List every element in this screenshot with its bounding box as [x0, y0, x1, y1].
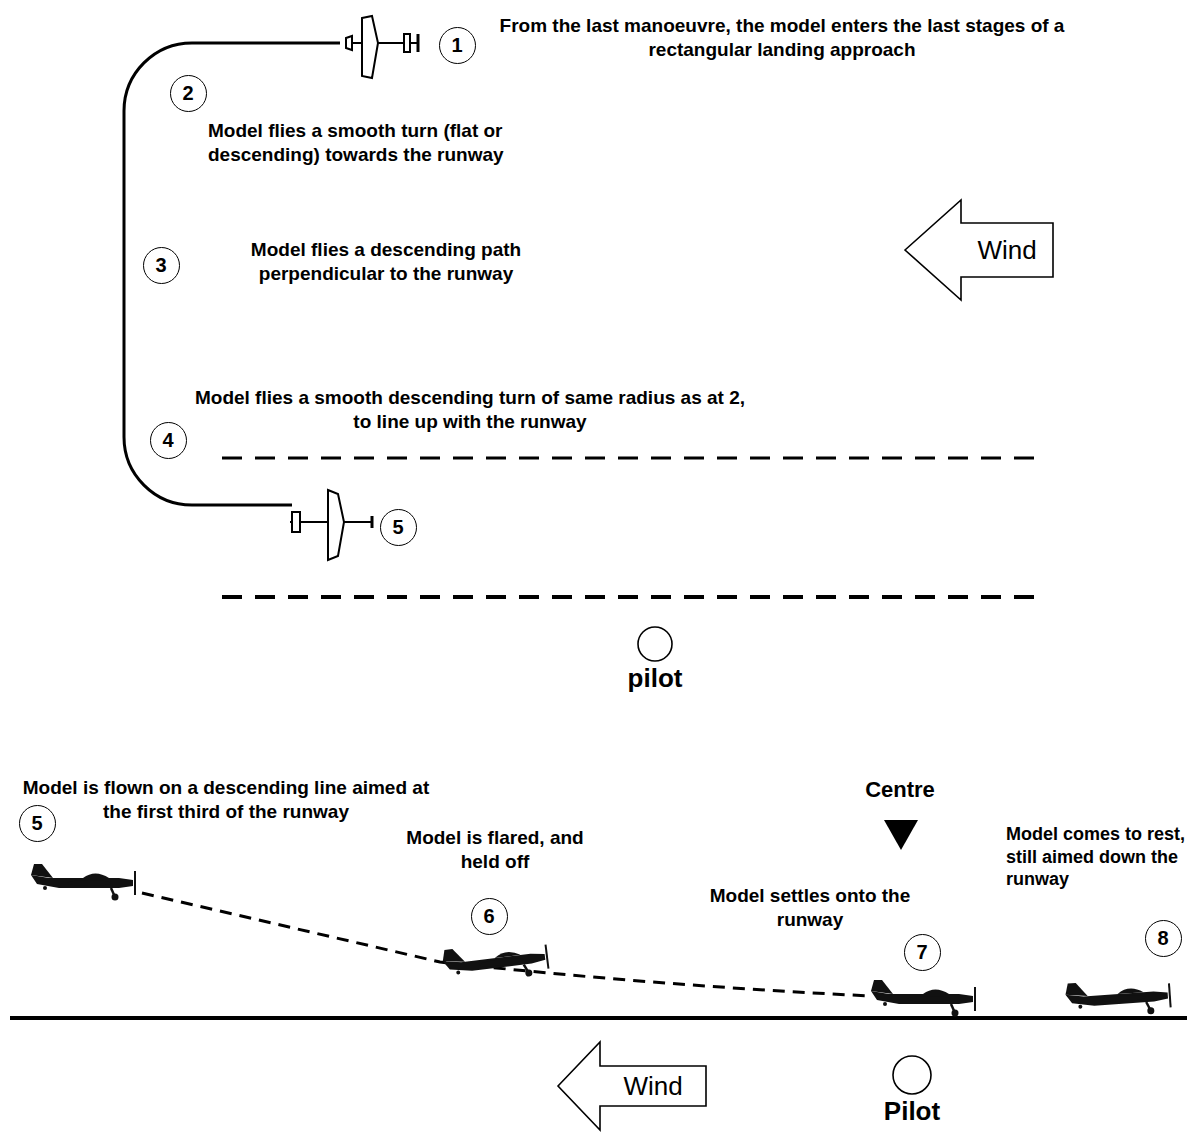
- callout-text: 2: [182, 82, 193, 105]
- callout-number: 6: [471, 898, 508, 935]
- pilot-label: pilot: [610, 665, 700, 691]
- callout-number: 2: [170, 75, 207, 112]
- note-text: Model flies a smooth descending turn of …: [190, 386, 750, 434]
- approach-path: [142, 893, 870, 996]
- note-text: Model is flared, and held off: [395, 826, 595, 874]
- plane-top-view: [290, 490, 372, 560]
- callout-text: 6: [483, 905, 494, 928]
- note-text: Model flies a descending path perpendicu…: [196, 238, 576, 286]
- pilot-label: Pilot: [867, 1098, 957, 1124]
- wind-label: Wind: [977, 237, 1036, 263]
- callout-text: 8: [1157, 927, 1168, 950]
- note-text: Model is flown on a descending line aime…: [8, 776, 444, 824]
- centre-label: Centre: [840, 776, 960, 804]
- callout-number: 5: [380, 509, 417, 546]
- callout-number: 8: [1145, 920, 1182, 957]
- note-text: Model comes to rest, still aimed down th…: [1006, 823, 1190, 891]
- callout-number: 4: [150, 422, 187, 459]
- plane-side-view: [441, 938, 549, 987]
- callout-text: 5: [31, 812, 42, 835]
- callout-text: 5: [392, 516, 403, 539]
- callout-text: 7: [916, 941, 927, 964]
- plane-side-view: [31, 864, 135, 901]
- plane-side-view: [871, 980, 975, 1017]
- runway-ground: [10, 1016, 1187, 1020]
- note-text: Model settles onto the runway: [690, 884, 930, 932]
- pilot-position: pilot: [610, 625, 700, 691]
- note-text: From the last manoeuvre, the model enter…: [492, 14, 1072, 62]
- plane-top-view: [346, 16, 418, 78]
- callout-number: 3: [143, 247, 180, 284]
- callout-text: 3: [155, 254, 166, 277]
- pilot-circle: [867, 1054, 957, 1096]
- callout-text: 4: [162, 429, 173, 452]
- runway-edge: [222, 457, 1047, 460]
- callout-number: 5: [19, 805, 56, 842]
- centre-marker: [884, 820, 918, 850]
- wind-arrow: Wind: [903, 198, 1055, 302]
- runway-edge: [222, 595, 1047, 599]
- callout-number: 7: [904, 934, 941, 971]
- callout-number: 1: [439, 27, 476, 64]
- pilot-position: Pilot: [867, 1054, 957, 1124]
- callout-text: 1: [451, 34, 462, 57]
- plane-side-view: [1065, 976, 1171, 1020]
- pilot-circle: [610, 625, 700, 663]
- wind-label: Wind: [623, 1073, 682, 1099]
- note-text: Model flies a smooth turn (flat or desce…: [208, 119, 608, 167]
- wind-arrow: Wind: [556, 1040, 708, 1132]
